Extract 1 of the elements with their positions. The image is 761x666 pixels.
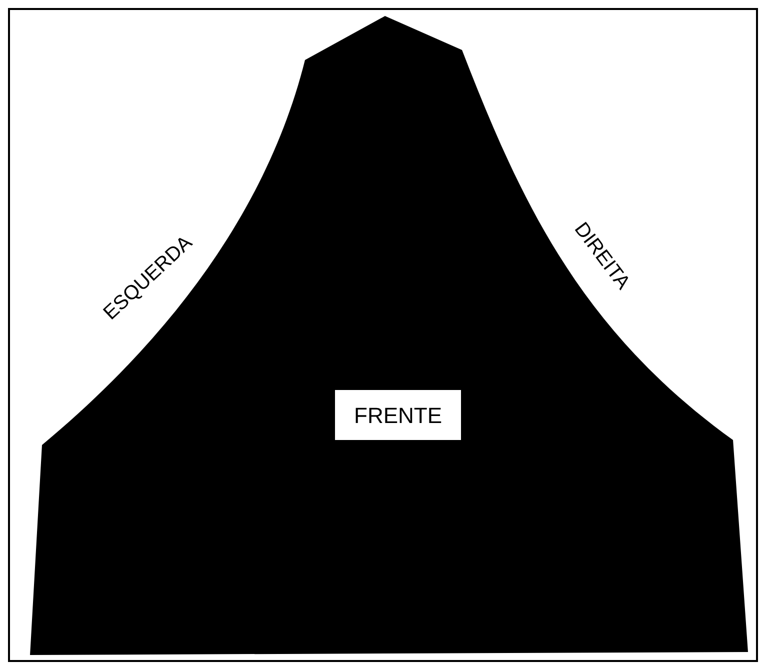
label-box: FRENTE xyxy=(335,390,461,440)
